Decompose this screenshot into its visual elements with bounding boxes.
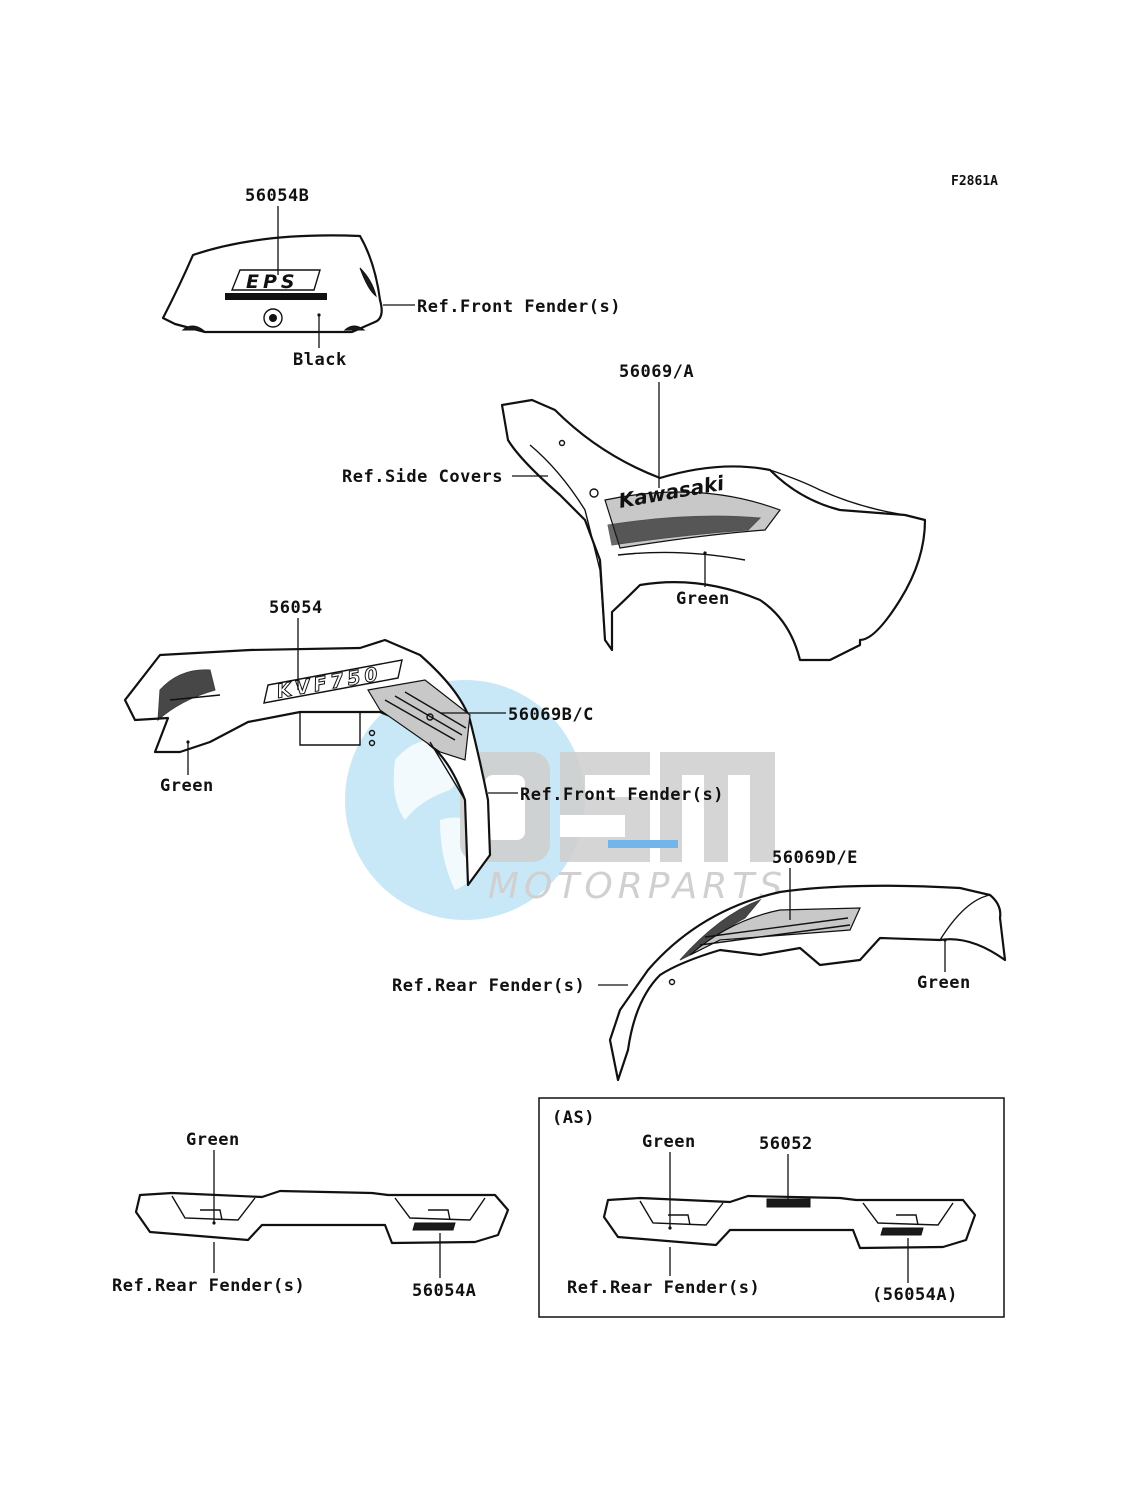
callout-eps-color: Black <box>293 350 347 370</box>
callout-bottom-ref: Ref.Rear Fender(s) <box>112 1276 305 1296</box>
rear-fender <box>608 884 1007 1082</box>
callout-56054a: 56054A <box>412 1281 476 1301</box>
as-box-color: Green <box>642 1132 696 1152</box>
diagram-code: F2861A <box>951 174 998 189</box>
callout-front-color: Green <box>160 776 214 796</box>
watermark-subtext: MOTORPARTS <box>488 866 787 907</box>
as-box-ref: Ref.Rear Fender(s) <box>567 1278 760 1298</box>
callout-56054b: 56054B <box>245 186 309 206</box>
as-rear-panel <box>602 1194 977 1250</box>
as-box-title: (AS) <box>552 1108 595 1128</box>
callout-bottom-color: Green <box>186 1130 240 1150</box>
callout-rear-ref: Ref.Rear Fender(s) <box>392 976 585 996</box>
callout-side-ref: Ref.Side Covers <box>342 467 503 487</box>
callout-56069bc: 56069B/C <box>508 705 594 725</box>
callout-56069de: 56069D/E <box>772 848 858 868</box>
as-box-part-alt: (56054A) <box>872 1285 958 1305</box>
eps-logo-decal: EPS <box>225 269 327 300</box>
front-fender: KVF750 <box>123 638 492 887</box>
callout-front-ref: Ref.Front Fender(s) <box>520 785 724 805</box>
as-variant-box: (AS) Green 56052 Ref.Rear Fender(s) (560… <box>538 1097 1005 1318</box>
rear-panel <box>134 1189 510 1245</box>
callout-eps-ref: Ref.Front Fender(s) <box>417 297 621 317</box>
side-cover: Kawasaki <box>500 398 927 662</box>
callout-side-color: Green <box>676 589 730 609</box>
callout-56069a: 56069/A <box>619 362 694 382</box>
as-box-part: 56052 <box>759 1134 813 1154</box>
callout-rear-color: Green <box>917 973 971 993</box>
eps-logo-text: EPS <box>246 271 299 293</box>
callout-56054: 56054 <box>269 598 323 618</box>
eps-front-panel: EPS <box>161 234 383 334</box>
